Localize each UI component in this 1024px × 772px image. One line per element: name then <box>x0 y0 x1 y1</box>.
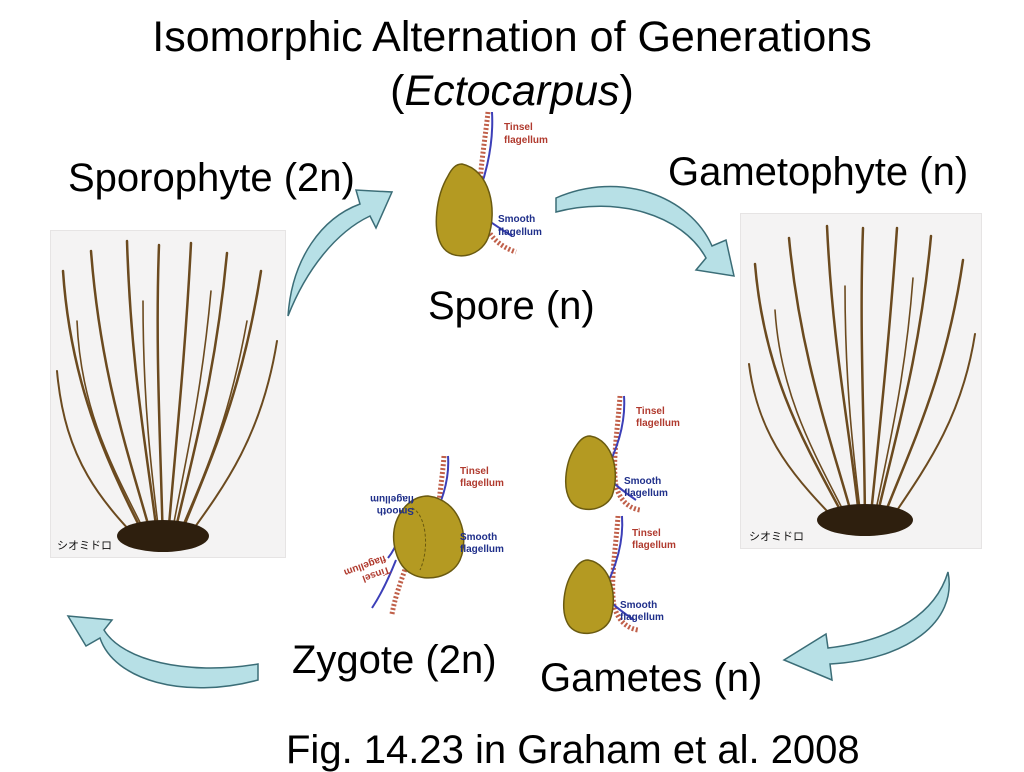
spore-tinsel-label-2: flagellum <box>504 135 548 146</box>
spore-cell: Tinsel flagellum Smooth flagellum <box>435 111 548 257</box>
gamete2-tinsel-label-2: flagellum <box>632 540 676 551</box>
zygote-smooth-label-2: flagellum <box>460 544 504 555</box>
page-title: Isomorphic Alternation of Generations <box>0 14 1024 60</box>
gamete-cell-2: Tinsel flagellum Smooth flagellum <box>562 515 676 634</box>
gamete-cell-1: Tinsel flagellum Smooth flagellum <box>564 395 680 513</box>
arrow-zygote-to-sporophyte <box>66 615 259 689</box>
page-subtitle: (Ectocarpus) <box>390 67 634 115</box>
title-line1: Isomorphic Alternation of Generations <box>152 13 872 61</box>
gamete1-smooth-label-2: flagellum <box>624 488 668 499</box>
gametes-label: Gametes (n) <box>540 656 763 700</box>
sporophyte-photo-caption: シオミドロ <box>57 539 112 552</box>
spore-tinsel-label-1: Tinsel <box>504 122 533 133</box>
gametophyte-photo-caption: シオミドロ <box>749 530 804 543</box>
sporophyte-seaweed-image <box>56 239 278 552</box>
zygote-tinsel-label-1: Tinsel <box>460 466 489 477</box>
gamete2-tinsel-label-1: Tinsel <box>632 528 661 539</box>
arrow-spore-to-gametophyte <box>555 185 735 277</box>
gamete2-smooth-label-2: flagellum <box>620 612 664 623</box>
gamete2-smooth-label-1: Smooth <box>620 600 657 611</box>
gamete1-tinsel-label-2: flagellum <box>636 418 680 429</box>
gamete1-tinsel-label-1: Tinsel <box>636 406 665 417</box>
gametophyte-photo: シオミドロ <box>740 213 982 549</box>
genus-name: Ectocarpus <box>404 67 620 115</box>
zygote-smooth-label-rotated-1: Smooth <box>377 505 414 516</box>
sporophyte-label: Sporophyte (2n) <box>68 156 355 200</box>
gametophyte-seaweed-image <box>748 224 976 536</box>
zygote-smooth-label-rotated-2: flagellum <box>370 493 414 504</box>
zygote-label: Zygote (2n) <box>292 638 497 682</box>
zygote-smooth-label-1: Smooth <box>460 532 497 543</box>
zygote-cell: Tinsel flagellum Smooth flagellum Smooth… <box>342 455 504 615</box>
sporophyte-photo: シオミドロ <box>50 230 286 558</box>
spore-smooth-label-1: Smooth <box>498 214 535 225</box>
gamete1-smooth-label-1: Smooth <box>624 476 661 487</box>
arrow-gametophyte-to-gametes <box>782 571 950 682</box>
zygote-tinsel-label-2: flagellum <box>460 478 504 489</box>
arrow-sporophyte-to-spore <box>287 189 394 317</box>
citation: Fig. 14.23 in Graham et al. 2008 <box>286 728 860 772</box>
spore-label: Spore (n) <box>428 284 595 328</box>
gametophyte-label: Gametophyte (n) <box>668 150 969 194</box>
spore-smooth-label-2: flagellum <box>498 227 542 238</box>
